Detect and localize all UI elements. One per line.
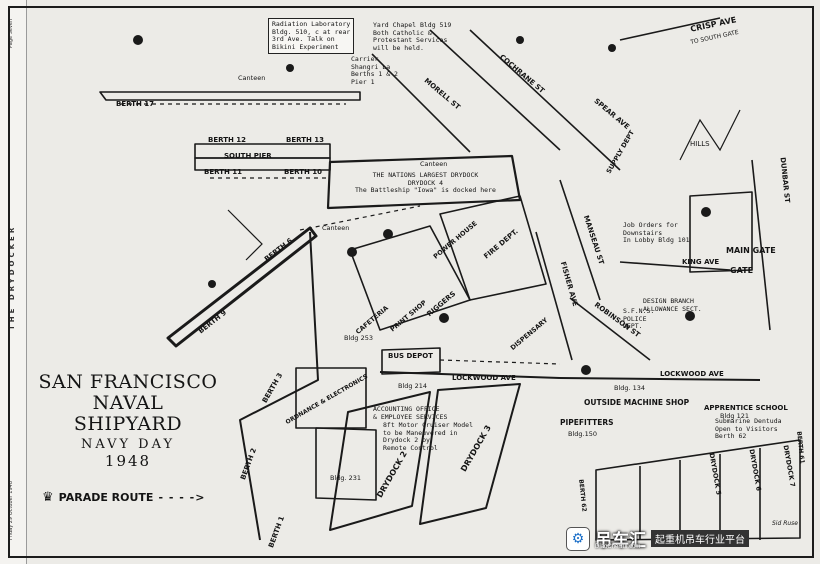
- job-orders-note: Job Orders for Downstairs In Lobby Bldg …: [623, 221, 690, 244]
- police-dept-note: S.F.N.S. POLICE DEPT.: [623, 307, 655, 330]
- title-line-1: SAN FRANCISCO: [38, 371, 218, 393]
- street-dunbar: [751, 159, 771, 331]
- street-cochrane: [429, 29, 561, 151]
- street-king: [619, 261, 731, 271]
- canteen-label-top: Canteen: [238, 74, 266, 82]
- watermark-tagline: 起重机吊车行业平台: [651, 530, 749, 547]
- building-253: [295, 367, 367, 429]
- street-fisher: [535, 231, 573, 361]
- lockwood-ave-label-east: LOCKWOOD AVE: [660, 370, 724, 378]
- watermark-logo-icon: ⚙: [566, 526, 590, 551]
- outside-machine-shop-label: OUTSIDE MACHINE SHOP: [584, 398, 690, 407]
- street-crisp: [619, 17, 721, 41]
- parade-route-icon: ♛: [42, 490, 54, 505]
- bldg-214-label: Bldg 214: [398, 382, 427, 390]
- street-robinson: [569, 297, 651, 361]
- cruiser-model-note: 8ft Motor Cruiser Model to be Maneuvered…: [383, 421, 474, 452]
- bldg-134-label: Bldg. 134: [614, 384, 646, 392]
- south-pier-label: SOUTH PIER: [224, 152, 272, 160]
- bus-depot-label: BUS DEPOT: [388, 352, 433, 360]
- street-spear: [469, 29, 621, 171]
- bldg-150-label: Bldg.150: [568, 430, 597, 438]
- title-line-2: NAVAL SHIPYARD: [73, 392, 183, 435]
- bus-depot-block: [381, 347, 441, 375]
- watermark-brand: 吊车汇 DiaoCheHui.com: [595, 526, 646, 551]
- hills-label: HILLS: [690, 140, 710, 148]
- map-border: [8, 6, 814, 558]
- building-block-east: [439, 195, 547, 301]
- page-margin-strip: THE DRYDOCKER Page Seven Friday 29 Octob…: [0, 0, 27, 564]
- watermark-name: 吊车汇: [595, 531, 646, 551]
- berth-10-label: BERTH 10: [284, 168, 323, 176]
- canteen-label-drydock: Canteen: [420, 160, 448, 168]
- street-morell: [371, 53, 471, 153]
- map-title: SAN FRANCISCO NAVAL SHIPYARD NAVY DAY 19…: [38, 371, 218, 471]
- gate-label: GATE: [730, 266, 754, 275]
- hills-sketch: [679, 109, 741, 161]
- building-231: [315, 427, 377, 501]
- street-manseau: [559, 179, 601, 301]
- radiation-lab-note: Radiation Laboratory Bldg. 510, c at rea…: [268, 18, 355, 54]
- design-branch-note: DESIGN BRANCH ALLOWANCE SECT.: [643, 297, 702, 313]
- pipefitters-label: PIPEFITTERS: [560, 418, 614, 427]
- accounting-note: ACCOUNTING OFFICE & EMPLOYEE SERVICES: [373, 405, 448, 421]
- shoreline: [239, 231, 319, 541]
- king-ave-label: KING AVE: [682, 258, 720, 266]
- lower-road: [559, 377, 761, 381]
- main-gate-label: MAIN GATE: [726, 246, 776, 255]
- berth-17-label: BERTH 17: [116, 100, 155, 108]
- title-line-3: NAVY DAY: [80, 437, 176, 452]
- drydock-4-outline: [326, 154, 522, 210]
- watermark-domain: DiaoCheHui.com: [595, 544, 641, 550]
- parade-route-label: PARADE ROUTE: [58, 491, 154, 504]
- parade-route-path: [120, 103, 561, 365]
- lockwood-ave-label: LOCKWOOD AVE: [452, 374, 516, 382]
- parade-route-arrow: - - - ->: [158, 491, 206, 504]
- drydock-row: [595, 439, 801, 541]
- bldg-253-label: Bldg 253: [344, 334, 373, 342]
- carrier-note: Carrier Shangri La Berths 1 & 2 Pier 1: [351, 55, 398, 86]
- drydock-4-note: THE NATIONS LARGEST DRYDOCK DRYDOCK 4 Th…: [355, 171, 496, 194]
- apprentice-school-label: APPRENTICE SCHOOL: [704, 404, 788, 412]
- parade-route-legend: ♛ PARADE ROUTE - - - ->: [42, 490, 205, 505]
- bldg-231-label: Bldg. 231: [330, 474, 362, 482]
- watermark: ⚙ 吊车汇 DiaoCheHui.com 起重机吊车行业平台: [566, 526, 749, 551]
- berth-12-label: BERTH 12: [208, 136, 247, 144]
- canteen-label-west: Canteen: [322, 224, 350, 232]
- berth-9-pier: [166, 226, 318, 348]
- drydock-2-outline: [329, 391, 431, 531]
- artist-signature: Sid Ruse: [772, 520, 798, 527]
- title-line-4: 1948: [104, 452, 152, 470]
- drydock-3-outline: [419, 383, 521, 525]
- bldg-121-label: Bldg 121: [720, 412, 749, 420]
- berth-13-label: BERTH 13: [286, 136, 325, 144]
- chapel-note: Yard Chapel Bldg 519 Both Catholic & Pro…: [373, 21, 452, 52]
- submarine-note: Submarine Dentuda Open to Visitors Berth…: [715, 417, 782, 440]
- berth-17-pier: [99, 91, 361, 101]
- crane-sketch: [227, 209, 263, 261]
- main-gate-block: [689, 191, 753, 273]
- berth-11-label: BERTH 11: [204, 168, 243, 176]
